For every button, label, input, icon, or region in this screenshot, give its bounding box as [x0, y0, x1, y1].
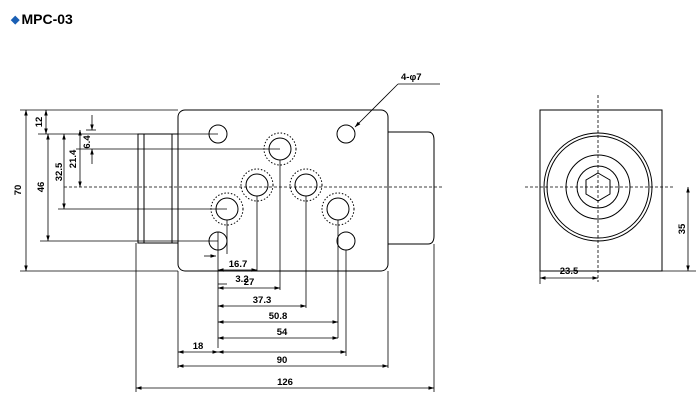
inner-ring — [576, 165, 620, 209]
dim-21-4: 21.4 — [68, 149, 79, 168]
hex-socket — [585, 172, 611, 202]
extension-lines — [135, 160, 435, 392]
side-view — [539, 109, 663, 272]
dim-18: 18 — [193, 341, 204, 352]
oil-ports — [210, 132, 355, 226]
model-name: MPC-03 — [21, 11, 73, 27]
center-lines — [64, 95, 675, 282]
dim-32-5: 32.5 — [54, 162, 65, 181]
right-cap — [388, 131, 435, 245]
outer-ring — [543, 132, 653, 242]
mounting-holes — [208, 124, 356, 251]
side-body — [539, 109, 663, 272]
dim-12: 12 — [34, 117, 45, 128]
vertical-dimension-lines — [24, 109, 94, 272]
dim-3-2: 3.2 — [235, 274, 248, 285]
dim-90: 90 — [277, 355, 288, 366]
drawing-title: ◆MPC-03 — [11, 11, 73, 27]
dim-37-3: 37.3 — [253, 295, 272, 306]
dim-70: 70 — [13, 185, 24, 196]
front-view — [20, 95, 675, 392]
dim-23-5: 23.5 — [560, 266, 579, 277]
dim-27: 27 — [244, 277, 255, 288]
middle-ring — [565, 154, 631, 220]
dim-16-7: 16.7 — [229, 259, 248, 270]
dim-6-4: 6.4 — [82, 135, 93, 149]
dim-46: 46 — [36, 182, 47, 193]
side-dimension-lines — [539, 186, 696, 284]
dim-35: 35 — [677, 223, 688, 234]
diamond-bullet-icon: ◆ — [11, 14, 20, 26]
hole-callout: 4-φ7 — [401, 72, 422, 83]
dim-126: 126 — [277, 377, 293, 388]
dim-54: 54 — [277, 327, 288, 338]
hole-callout-leader — [354, 83, 440, 128]
left-extension-lines — [20, 109, 280, 272]
dim-50-8: 50.8 — [269, 311, 288, 322]
horizontal-dimension-lines — [135, 254, 435, 390]
